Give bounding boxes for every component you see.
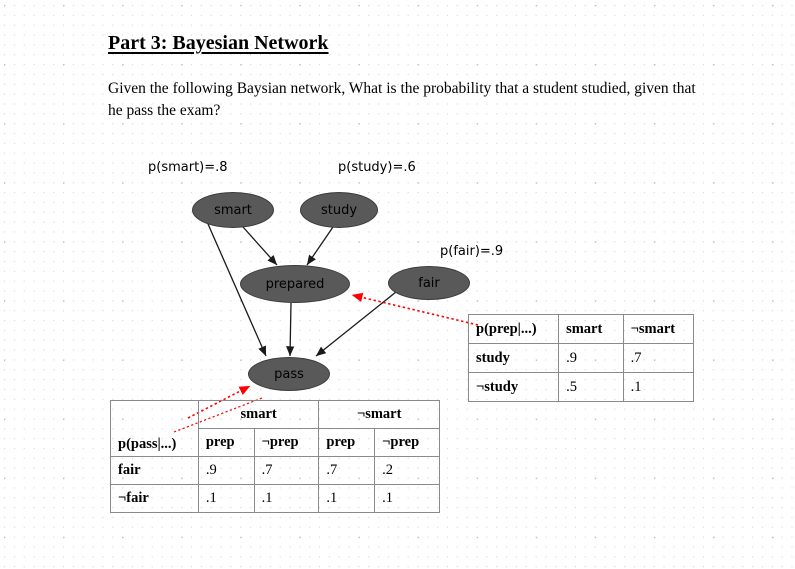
- table-row: ¬study .5 .1: [467, 372, 695, 402]
- cpt-prep-cell-notstudy-smart: .5: [558, 372, 624, 402]
- node-label-smart: smart: [214, 202, 252, 218]
- network-node-pass[interactable]: pass: [248, 357, 330, 391]
- network-node-study[interactable]: study: [300, 192, 378, 228]
- prior-label-fair: p(fair)=.9: [440, 244, 504, 259]
- cpt-pass-cell-notfair-notsmart-prep: .1: [318, 484, 376, 513]
- question-text: Given the following Baysian network, Wha…: [108, 80, 696, 120]
- cpt-pass-group-not-smart: ¬smart: [318, 400, 440, 429]
- cpt-pass-corner: p(pass|...): [110, 400, 199, 457]
- node-label-prepared: prepared: [265, 276, 325, 292]
- network-node-fair[interactable]: fair: [388, 266, 470, 300]
- cpt-pass-sub-notprep-1: ¬prep: [253, 428, 320, 457]
- page-title: Part 3: Bayesian Network: [108, 32, 329, 54]
- cpt-pass-cell-notfair-smart-prep: .1: [197, 484, 255, 513]
- node-label-study: study: [320, 202, 358, 218]
- cpt-prep-row-study: study: [467, 343, 560, 373]
- node-label-fair: fair: [418, 275, 440, 291]
- node-label-pass: pass: [274, 366, 304, 382]
- edge-prepared-pass: [286, 302, 295, 357]
- network-node-smart[interactable]: smart: [192, 192, 274, 228]
- cpt-pass-cell-fair-notsmart-prep: .7: [318, 456, 376, 485]
- network-node-prepared[interactable]: prepared: [240, 265, 350, 303]
- cpt-table-prepared: p(prep|...) smart ¬smart study .9 .7 ¬st…: [467, 314, 695, 402]
- cpt-pass-sub-prep-1: prep: [197, 428, 255, 457]
- cpt-pass-cell-fair-smart-notprep: .7: [253, 456, 320, 485]
- table-row: ¬fair .1 .1 .1 .1: [110, 484, 440, 513]
- edge-smart-prepared: [242, 226, 278, 266]
- cpt-prep-row-not-study: ¬study: [467, 372, 560, 402]
- cpt-prep-cell-study-smart: .9: [558, 343, 624, 373]
- edge-fair-pass: [315, 291, 397, 357]
- cpt-pass-sub-prep-2: prep: [318, 428, 376, 457]
- cpt-pass-row-not-fair: ¬fair: [110, 484, 199, 513]
- table-row: p(prep|...) smart ¬smart: [467, 314, 695, 344]
- prior-label-study: p(study)=.6: [338, 160, 416, 175]
- cpt-prep-col-not-smart: ¬smart: [622, 314, 695, 344]
- annotation-prep-table-to-prepared: [351, 292, 479, 326]
- cpt-pass-group-smart: smart: [197, 400, 320, 429]
- cpt-pass-cell-notfair-notsmart-notprep: .1: [374, 484, 440, 513]
- prior-label-smart: p(smart)=.8: [148, 160, 228, 175]
- cpt-pass-cell-fair-smart-prep: .9: [197, 456, 255, 485]
- cpt-prep-cell-study-notsmart: .7: [622, 343, 695, 373]
- cpt-prep-col-smart: smart: [558, 314, 624, 344]
- cpt-pass-sub-notprep-2: ¬prep: [374, 428, 440, 457]
- cpt-prep-cell-notstudy-notsmart: .1: [622, 372, 695, 402]
- edge-smart-pass: [207, 223, 267, 357]
- edge-study-prepared: [306, 226, 334, 266]
- table-row: p(pass|...) smart ¬smart: [110, 400, 440, 457]
- cpt-pass-cell-notfair-smart-notprep: .1: [253, 484, 320, 513]
- cpt-prep-corner: p(prep|...): [467, 314, 560, 344]
- cpt-pass-row-fair: fair: [110, 456, 199, 485]
- cpt-pass-cell-fair-notsmart-notprep: .2: [374, 456, 440, 485]
- cpt-table-pass: p(pass|...) smart ¬smart prep ¬prep prep…: [110, 400, 440, 513]
- table-row: study .9 .7: [467, 343, 695, 373]
- table-row: fair .9 .7 .7 .2: [110, 456, 440, 485]
